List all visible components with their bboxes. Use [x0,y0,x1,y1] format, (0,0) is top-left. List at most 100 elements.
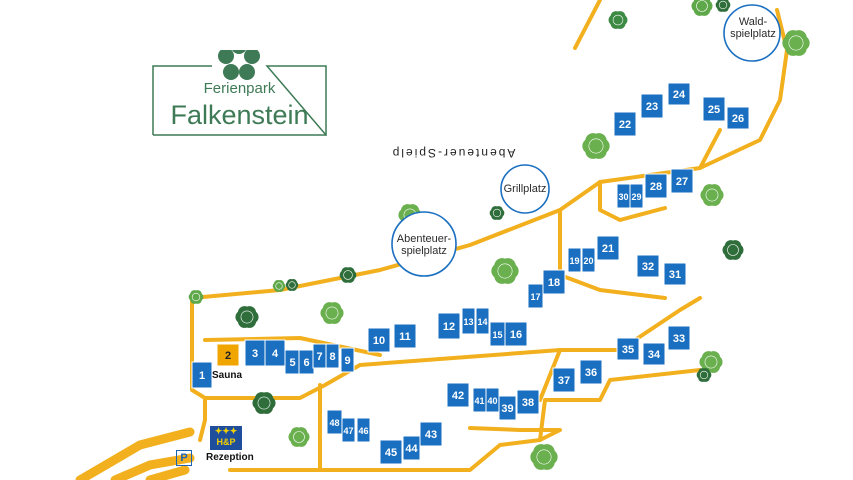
house-47: 47 [341,417,356,443]
house-12: 12 [437,312,461,340]
house-4: 4 [264,339,286,367]
house-box [419,421,443,447]
house-number: 20 [583,256,593,266]
house-number: 2 [225,350,231,362]
house-42: 42 [446,382,470,408]
house-37: 37 [552,367,576,393]
house-36: 36 [579,359,603,385]
rezeption-path [198,396,207,442]
house-number: 16 [510,329,522,341]
roads-layer [190,0,789,472]
house-box [702,96,726,122]
house-number: 17 [530,292,540,302]
house-box [504,321,528,347]
house-number: 7 [316,351,322,363]
tree-icon [696,368,712,382]
east-spur [698,128,722,170]
house-20: 20 [581,247,596,273]
waldspielplatz-circle [723,4,781,62]
house-box [437,312,461,340]
house-box [379,439,403,465]
house-box [325,343,340,369]
house-number: 41 [474,396,484,406]
tree-icon [491,258,519,284]
house-number: 48 [329,418,339,428]
house-21: 21 [596,235,620,261]
house-box [516,389,540,415]
house-34: 34 [642,342,666,366]
house-number: 15 [492,330,502,340]
parking-sign: P [176,450,192,466]
grillplatz-circle [500,164,550,214]
house-box [596,235,620,261]
house-13: 13 [461,307,476,335]
house-box [216,343,240,367]
tree-icon [252,392,276,414]
north-spur [573,0,602,50]
house-box [579,359,603,385]
house-30: 30 [616,183,631,209]
house-number: 11 [399,331,411,343]
house-29: 29 [629,183,644,209]
abenteuerspielplatz-circle [391,211,457,277]
logo-subtitle: Ferienpark [203,80,276,97]
logo-frame [152,50,327,136]
house-27: 27 [670,168,694,194]
house-40: 40 [485,387,500,413]
house-number: 43 [425,429,437,441]
house-number: 47 [343,426,353,436]
playground-circles [391,4,781,277]
house-23: 23 [640,93,664,119]
house-number: 9 [344,355,350,367]
tree-icon [272,280,286,292]
tree-icon [722,240,744,260]
entry-roads [75,427,195,480]
entry-road-3 [145,465,190,480]
tree-icon [715,0,731,12]
house-box [326,409,343,435]
house-16: 16 [504,321,528,347]
house-46: 46 [356,417,371,443]
house-box [527,283,544,309]
house-box [191,361,213,389]
house-box [567,247,582,273]
tree-icon [320,302,344,324]
upper-ring [598,180,667,222]
house-number: 33 [673,333,685,345]
house-8: 8 [325,343,340,369]
house-14: 14 [475,307,490,335]
house-19: 19 [567,247,582,273]
house-2-sauna: 2 [216,343,240,367]
house-box [642,342,666,366]
house-number: 21 [602,243,614,255]
house-number: 36 [585,367,597,379]
house-number: 45 [385,447,397,459]
house-number: 27 [676,176,688,188]
house-box [581,247,596,273]
house-number: 34 [648,349,661,361]
house-28: 28 [644,173,668,199]
house-15: 15 [489,321,506,347]
house-box [667,82,691,106]
house-18: 18 [542,269,566,295]
house-number: 22 [619,119,631,131]
house-24: 24 [667,82,691,106]
abenteuerspielplatz-label: Abenteuer- spielplatz [396,233,452,257]
house-box [367,327,391,353]
house-number: 32 [642,261,654,273]
house-number: 40 [487,396,497,406]
house-41: 41 [472,387,487,413]
house-number: 44 [405,443,418,455]
middle-road [558,208,667,300]
park-logo: Ferienpark Falkenstein [152,50,327,136]
house-number: 30 [618,192,628,202]
house-32: 32 [636,254,660,278]
grillplatz-label: Grillplatz [503,183,547,195]
house-number: 23 [646,101,658,113]
house-22: 22 [613,111,637,137]
house-44: 44 [402,435,421,461]
house-17: 17 [527,283,544,309]
house-number: 28 [650,181,662,193]
